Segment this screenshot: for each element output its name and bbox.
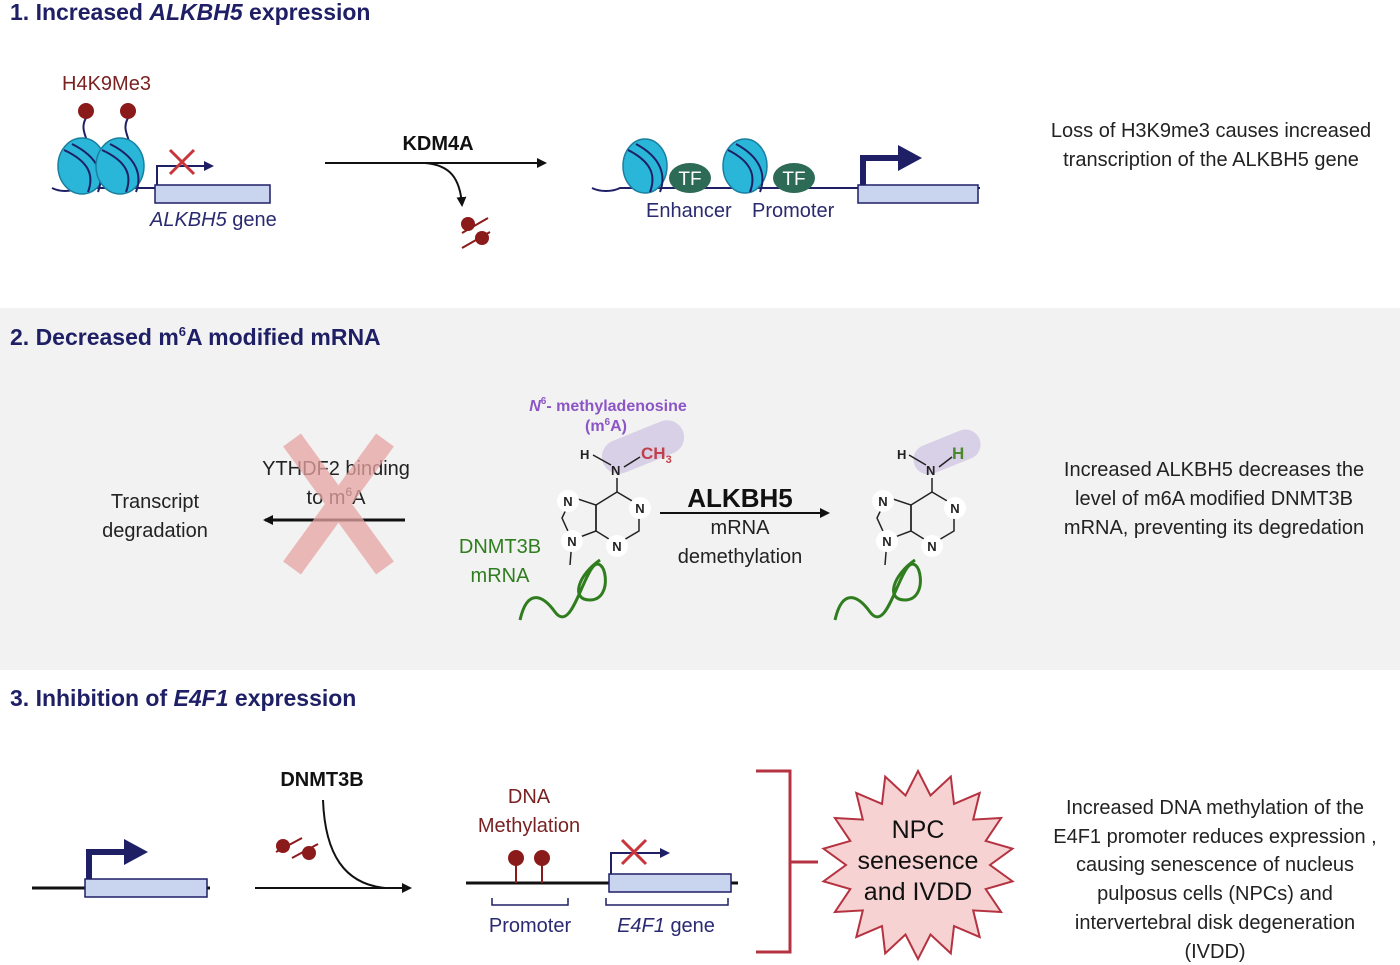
svg-text:N: N: [927, 539, 936, 554]
nucleosome-icon-3: [622, 138, 668, 194]
m6a-molecule: H N CH3 N N N N: [557, 420, 685, 566]
svg-text:N: N: [950, 501, 959, 516]
mrna-demethylation-line-2: demethylation: [678, 546, 803, 568]
section-3-title: 3. Inhibition of E4F1 expression: [10, 685, 356, 711]
tss-arrow-3b: [610, 848, 670, 874]
m6a-abbreviation: (m6A): [585, 417, 627, 435]
tss-arrow-3a: [86, 849, 126, 879]
section-1-description-line-1: Loss of H3K9me3 causes increased: [1051, 120, 1371, 142]
outcome-bracket: [756, 769, 818, 954]
e4f1-gene-box: [608, 873, 732, 893]
e4f1-gene-bracket: [605, 898, 729, 906]
section-1: 1. Increased ALKBH5 expression H4K9Me3 A…: [10, 0, 1371, 249]
tss-arrowhead-active: [898, 145, 922, 171]
promoter-methyl-marks: [508, 850, 550, 883]
npc-ivdd-starburst: [821, 768, 1015, 962]
section-2: 2. Decreased m6A modified mRNA Transcrip…: [10, 324, 1364, 621]
alkbh5-gene-box: [154, 184, 271, 204]
svg-text:TF: TF: [782, 169, 805, 190]
kdm4a-label: KDM4A: [402, 133, 473, 155]
methyl-marks-left: [78, 103, 136, 153]
tf-icon-1: TF: [669, 163, 711, 193]
dnmt3b-mrna-label-line-1: DNMT3B: [459, 536, 541, 558]
dna-strand-1b: [591, 187, 980, 192]
transcript-degradation-line-1: Transcript: [111, 491, 200, 513]
svg-text:N: N: [563, 494, 572, 509]
dna-methylation-label-line-1: DNA: [508, 786, 551, 808]
alkbh5-gene-label: ALKBH5 gene: [149, 209, 277, 231]
svg-text:N: N: [611, 463, 620, 478]
nucleosome-icon-2: [95, 137, 145, 195]
section-3-description-line-5: intervertebral disk degeneration: [1075, 912, 1355, 934]
methyl-marks-donor: [275, 837, 319, 860]
m6a-title: N6- methyladenosine: [529, 396, 687, 415]
adenosine-molecule: H N H N N N N: [872, 429, 981, 566]
svg-text:N: N: [926, 463, 935, 478]
section-3: 3. Inhibition of E4F1 expression DNMT3B …: [10, 685, 1377, 963]
svg-text:H: H: [897, 447, 906, 462]
section-3-description-line-1: Increased DNA methylation of the: [1066, 797, 1364, 819]
outcome-line-2: senesence: [858, 847, 979, 875]
transcript-degradation-line-2: degradation: [102, 520, 208, 542]
svg-text:N: N: [635, 501, 644, 516]
ythdf2-binding-label-line-1: YTHDF2 binding: [262, 458, 410, 480]
svg-text:N: N: [612, 539, 621, 554]
promoter-label-3: Promoter: [489, 915, 572, 937]
blocked-x-icon: [283, 433, 394, 575]
dnmt3b-branch-line: [322, 799, 386, 889]
section-3-description-line-3: causing senescence of nucleus: [1076, 854, 1354, 876]
section-2-description-line-1: Increased ALKBH5 decreases the: [1064, 459, 1364, 481]
e4f1-gene-box-active: [84, 878, 208, 898]
svg-text:H: H: [580, 447, 589, 462]
section-2-description-line-3: mRNA, preventing its degredation: [1064, 517, 1364, 539]
outcome-line-3: and IVDD: [864, 878, 972, 906]
section-3-description-line-2: E4F1 promoter reduces expression ,: [1053, 826, 1377, 848]
section-2-description-line-2: level of m6A modified DNMT3B: [1075, 488, 1353, 510]
outcome-line-1: NPC: [892, 816, 945, 844]
tf-icon-2: TF: [773, 163, 815, 193]
nucleosome-icon-4: [722, 138, 768, 194]
tss-arrow-1a: [156, 161, 214, 185]
demethylation-branch-arrow: [424, 162, 467, 207]
alkbh5-enzyme-label: ALKBH5: [687, 483, 792, 513]
svg-text:N: N: [567, 534, 576, 549]
promoter-label-1: Promoter: [752, 200, 835, 222]
block-x-icon: [168, 148, 196, 176]
ch3-group: CH3: [641, 444, 672, 466]
svg-text:TF: TF: [678, 169, 701, 190]
section-1-description-line-2: transcription of the ALKBH5 gene: [1063, 149, 1359, 171]
promoter-bracket: [491, 898, 569, 906]
h-replacement: H: [952, 444, 964, 463]
dnmt3b-enzyme-label: DNMT3B: [280, 769, 363, 791]
released-methyl-marks: [461, 217, 491, 249]
section-3-description-line-6: (IVDD): [1184, 941, 1245, 963]
tss-arrow-active: [860, 155, 900, 185]
dnmt3b-mrna-strand-left: [518, 558, 607, 621]
enhancer-label: Enhancer: [646, 200, 732, 222]
alkbh5-gene-box-active: [857, 184, 979, 204]
h4k9me3-label: H4K9Me3: [62, 73, 151, 95]
section-2-background: [0, 308, 1400, 670]
mrna-demethylation-line-1: mRNA: [711, 517, 771, 539]
section-2-title: 2. Decreased m6A modified mRNA: [10, 324, 381, 350]
tss-arrowhead-3a: [124, 839, 148, 865]
e4f1-gene-label: E4F1 gene: [617, 915, 715, 937]
svg-text:N: N: [878, 494, 887, 509]
block-x-icon-3: [620, 838, 648, 866]
dnmt3b-mrna-label-line-2: mRNA: [471, 565, 531, 587]
dnmt3b-mrna-strand-right: [833, 558, 922, 621]
section-1-title: 1. Increased ALKBH5 expression: [10, 0, 370, 25]
svg-text:N: N: [882, 534, 891, 549]
section-3-description-line-4: pulposus cells (NPCs) and: [1097, 883, 1333, 905]
dna-methylation-label-line-2: Methylation: [478, 815, 580, 837]
